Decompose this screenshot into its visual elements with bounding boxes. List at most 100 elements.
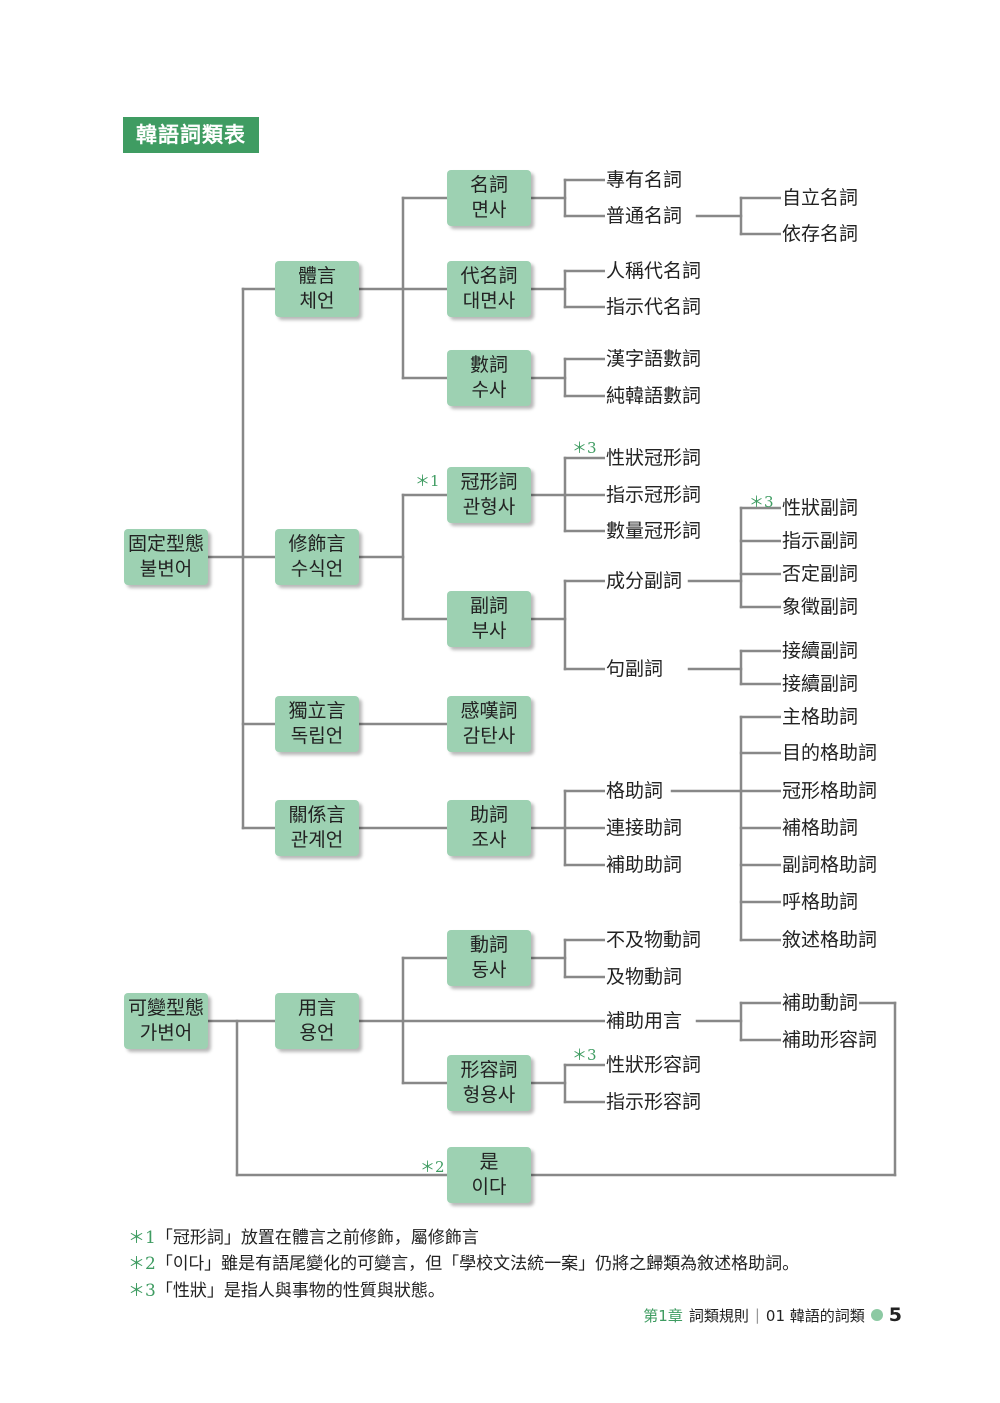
footnote-mark: ＊3 xyxy=(572,439,597,457)
box-label-zh: 關係言 xyxy=(288,804,346,826)
box-label-zh: 副詞 xyxy=(469,595,508,617)
box-particle: 助詞 조사 xyxy=(447,800,531,856)
box-noun: 名詞 면사 xyxy=(447,170,531,226)
box-fixed-form: 固定型態 불변어 xyxy=(124,529,208,585)
box-label-zh: 獨立言 xyxy=(288,700,346,722)
label-conjunctive-adverb: 接續副詞 xyxy=(781,672,860,696)
box-label-ko: 동사 xyxy=(471,959,507,981)
box-predicate: 用言 용언 xyxy=(275,993,359,1049)
label-demonstrative-adnominal: 指示冠形詞 xyxy=(605,483,703,507)
label-case-particle: 格助詞 xyxy=(605,779,665,803)
box-label-ko: 수사 xyxy=(471,379,507,401)
label-demonstrative-adjective: 指示形容詞 xyxy=(605,1090,703,1114)
label-demonstrative-adverb: 指示副詞 xyxy=(781,529,860,553)
box-label-zh: 數詞 xyxy=(469,354,508,376)
label-common-noun: 普通名詞 xyxy=(605,204,684,228)
label-conjunctive-adverb: 接續副詞 xyxy=(781,639,860,663)
box-label-ko: 면사 xyxy=(471,199,507,221)
box-label-zh: 體言 xyxy=(297,265,336,287)
page-number: 5 xyxy=(888,1304,902,1326)
label-predicative-particle: 敘述格助詞 xyxy=(781,928,879,952)
box-label-zh: 動詞 xyxy=(469,934,508,956)
box-label-zh: 固定型態 xyxy=(127,533,204,555)
footnote-3: ＊3「性狀」是指人與事物的性質與狀態。 xyxy=(128,1280,445,1302)
footnote-star: ＊1 xyxy=(128,1228,156,1248)
label-objective-particle: 目的格助詞 xyxy=(781,741,879,765)
box-adverb: 副詞 부사 xyxy=(447,591,531,647)
box-label-ko: 감탄사 xyxy=(462,725,516,747)
label-auxiliary-predicate: 補助用言 xyxy=(605,1009,684,1033)
label-quality-adverb: 性狀副詞 xyxy=(781,496,860,520)
label-dependent-noun: 依存名詞 xyxy=(781,222,860,246)
label-native-numeral: 純韓語數詞 xyxy=(605,384,703,408)
box-numeral: 數詞 수사 xyxy=(447,350,531,406)
label-personal-pronoun: 人稱代名詞 xyxy=(605,259,703,283)
box-label-zh: 修飾言 xyxy=(288,533,346,555)
label-negative-adverb: 否定副詞 xyxy=(781,562,860,586)
footnote-star: ＊2 xyxy=(128,1254,156,1274)
box-label-ko: 가변어 xyxy=(139,1022,193,1044)
chart-title: 韓語詞類表 xyxy=(123,117,259,153)
footnote-mark: ＊1 xyxy=(415,472,440,490)
box-label-zh: 可變型態 xyxy=(127,997,204,1019)
footnote-text: 「이다」雖是有語尾變化的可變言，但「學校文法統一案」仍將之歸類為敘述格助詞。 xyxy=(155,1254,800,1274)
box-modifier: 修飾言 수식언 xyxy=(275,529,359,585)
box-independent: 獨立言 독립언 xyxy=(275,696,359,752)
box-label-ko: 수식언 xyxy=(290,558,344,580)
box-label-ko: 관계언 xyxy=(290,829,344,851)
footnote-star: ＊3 xyxy=(128,1281,156,1301)
footnote-mark: ＊2 xyxy=(420,1158,445,1176)
label-demonstrative-pronoun: 指示代名詞 xyxy=(605,295,703,319)
footer-dot-icon xyxy=(870,1309,883,1321)
label-nominative-particle: 主格助詞 xyxy=(781,705,860,729)
footnote-mark: ＊3 xyxy=(572,1046,597,1064)
page-footer: 第1章 詞類規則 | 01 韓語的詞類 5 xyxy=(643,1304,902,1326)
footer-chapter-title: 詞類規則 xyxy=(688,1306,749,1325)
footnote-mark: ＊3 xyxy=(749,493,774,511)
box-label-zh: 感嘆詞 xyxy=(460,700,518,722)
box-label-zh: 名詞 xyxy=(469,174,508,196)
label-symbolic-adverb: 象徵副詞 xyxy=(781,595,860,619)
footnote-2: ＊2「이다」雖是有語尾變化的可變言，但「學校文法統一案」仍將之歸類為敘述格助詞。 xyxy=(128,1253,799,1275)
label-quantity-adnominal: 數量冠形詞 xyxy=(605,519,703,543)
box-label-ko: 불변어 xyxy=(139,558,193,580)
box-interjection: 感嘆詞 감탄사 xyxy=(447,696,531,752)
box-label-zh: 冠形詞 xyxy=(460,471,518,493)
box-verb: 動詞 동사 xyxy=(447,930,531,986)
label-quality-adjective: 性狀形容詞 xyxy=(605,1053,703,1077)
label-adnominal-case-particle: 冠形格助詞 xyxy=(781,779,879,803)
label-transitive-verb: 及物動詞 xyxy=(605,965,684,989)
box-variable-form: 可變型態 가변어 xyxy=(124,993,208,1049)
box-adnominal: 冠形詞 관형사 xyxy=(447,467,531,523)
box-label-ko: 이다 xyxy=(471,1176,507,1198)
box-substantive: 體言 체언 xyxy=(275,261,359,317)
box-label-ko: 용언 xyxy=(299,1022,335,1044)
box-label-zh: 用言 xyxy=(297,997,336,1019)
label-auxiliary-particle: 補助助詞 xyxy=(605,853,684,877)
box-label-zh: 是 xyxy=(479,1151,499,1173)
box-relational: 關係言 관계언 xyxy=(275,800,359,856)
box-label-ko: 체언 xyxy=(299,290,335,312)
footer-section: 01 韓語的詞類 xyxy=(765,1306,865,1325)
label-quality-adnominal: 性狀冠形詞 xyxy=(605,446,703,470)
box-label-ko: 관형사 xyxy=(462,496,516,518)
box-copula: 是 이다 xyxy=(447,1147,531,1203)
footer-separator: | xyxy=(754,1306,760,1324)
label-connective-particle: 連接助詞 xyxy=(605,816,684,840)
label-auxiliary-adjective: 補助形容詞 xyxy=(781,1028,879,1052)
box-label-ko: 부사 xyxy=(471,620,507,642)
footer-chapter: 第1章 xyxy=(643,1306,683,1325)
label-sino-numeral: 漢字語數詞 xyxy=(605,347,703,371)
footnote-text: 「性狀」是指人與事物的性質與狀態。 xyxy=(155,1281,445,1301)
footnote-text: 「冠形詞」放置在體言之前修飾，屬修飾言 xyxy=(155,1228,479,1248)
label-independent-noun: 自立名詞 xyxy=(781,186,860,210)
label-proper-noun: 專有名詞 xyxy=(605,168,684,192)
label-component-adverb: 成分副詞 xyxy=(605,569,684,593)
label-intransitive-verb: 不及物動詞 xyxy=(605,928,703,952)
box-label-ko: 독립언 xyxy=(290,725,344,747)
box-label-ko: 형용사 xyxy=(462,1084,516,1106)
box-label-zh: 助詞 xyxy=(469,804,508,826)
box-label-zh: 代名詞 xyxy=(460,265,518,287)
label-auxiliary-verb: 補助動詞 xyxy=(781,991,860,1015)
